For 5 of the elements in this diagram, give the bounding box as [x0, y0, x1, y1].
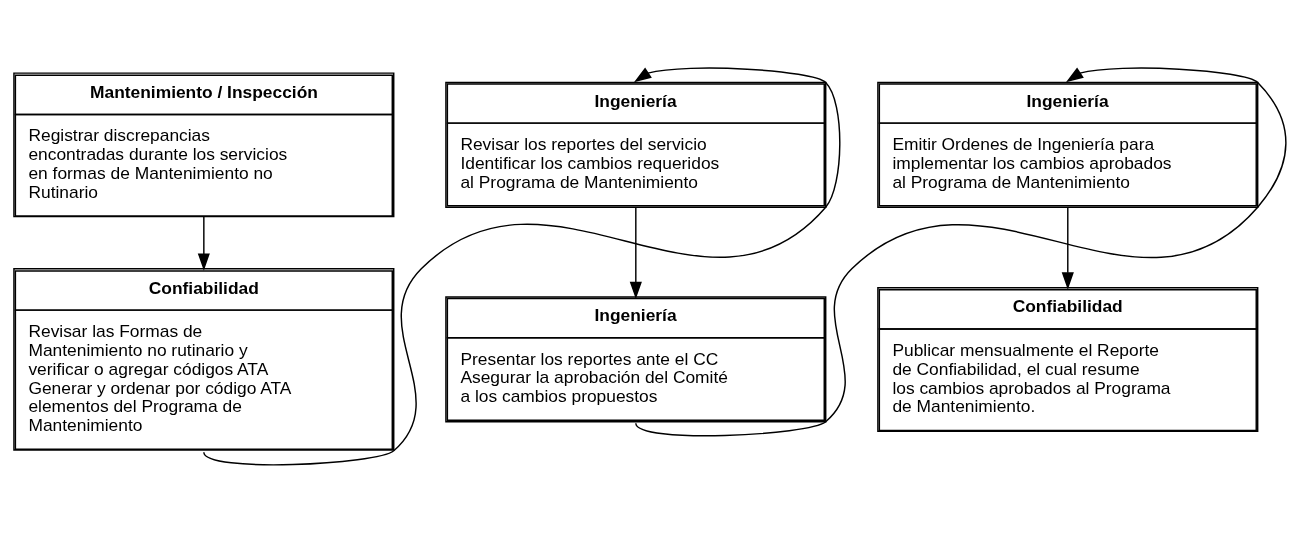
arrow	[629, 206, 642, 300]
arrow	[635, 67, 1287, 437]
arrow	[197, 216, 210, 271]
arrow	[1061, 206, 1074, 290]
arrow	[203, 67, 841, 466]
